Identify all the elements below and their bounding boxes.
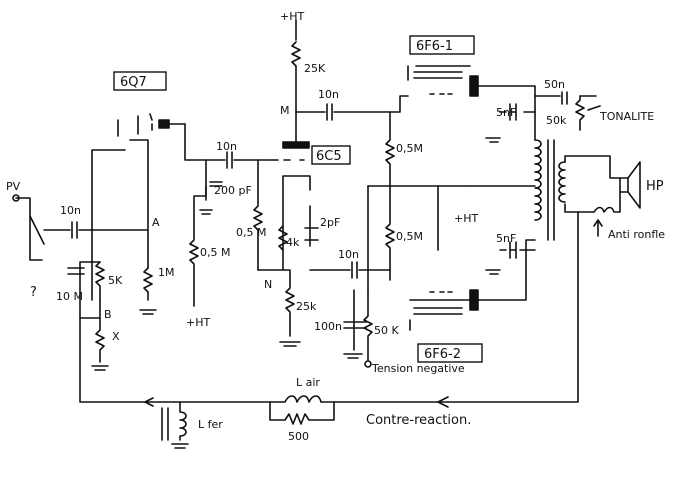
tube-box-6c5 [311, 145, 351, 165]
antironfle-label: Anti ronfle [608, 228, 665, 241]
node-x: X [112, 330, 120, 343]
r-05m-mid: 0,5 M [236, 226, 266, 239]
r-4k: 4k [286, 236, 300, 249]
pv-label: PV [6, 180, 21, 193]
c-10n-grid: 10n [216, 140, 237, 153]
tube-label-6q7: 6Q7 [120, 75, 147, 90]
r-25k-n: 25k [296, 300, 317, 313]
c-10m: 10 M [56, 290, 83, 303]
ht-mid-label: +HT [454, 212, 478, 225]
tonalite-label: TONALITE [599, 110, 654, 123]
contre-reaction-label: Contre-reaction. [366, 413, 471, 428]
c-50n: 50n [544, 78, 565, 91]
tube-label-6c5: 6C5 [316, 149, 342, 164]
c-10n-n: 10n [338, 248, 359, 261]
input-cap-label: 10n [60, 204, 81, 217]
l-fer-label: L fer [198, 418, 223, 431]
ht-top-label: +HT [280, 10, 304, 23]
l-air-label: L air [296, 376, 320, 389]
tube-label-6f6-1: 6F6-1 [416, 39, 453, 54]
c-100n: 100n [314, 320, 342, 333]
r-50k-tone: 50k [546, 114, 567, 127]
r-50k: 50 K [374, 324, 399, 337]
tension-negative-label: Tension negative [371, 362, 465, 375]
c-2pf: 2pF [320, 216, 340, 229]
tube-box-6f6-2 [417, 343, 483, 363]
tube-label-6f6-2: 6F6-2 [424, 347, 461, 362]
node-n: N [264, 278, 272, 291]
node-m: M [280, 104, 290, 117]
r-1m: 1M [158, 266, 175, 279]
r-500-label: 500 [288, 430, 309, 443]
r-05m-bot: 0,5M [396, 230, 423, 243]
ht-left-label: +HT [186, 316, 210, 329]
labels: 6Q7 6F6-1 6C5 6F6-2 +HT +HT +HT PV 10n ?… [6, 10, 665, 443]
c-10n-m: 10n [318, 88, 339, 101]
c-200pf: 200 pF [214, 184, 252, 197]
r-05m-top: 0,5M [396, 142, 423, 155]
node-a: A [152, 216, 160, 229]
r-05m-left: 0,5 M [200, 246, 230, 259]
hp-label: HP [646, 179, 664, 194]
question-label: ? [30, 285, 37, 300]
node-b: B [104, 308, 112, 321]
wiring [12, 19, 641, 449]
r-25k-top: 25K [304, 62, 326, 75]
c-5nf-top: 5nF [496, 106, 516, 119]
tube-box-6q7 [113, 71, 167, 91]
tube-box-6f6-1 [409, 35, 475, 55]
r-5k: 5K [108, 274, 123, 287]
c-5nf-bot: 5nF [496, 232, 516, 245]
